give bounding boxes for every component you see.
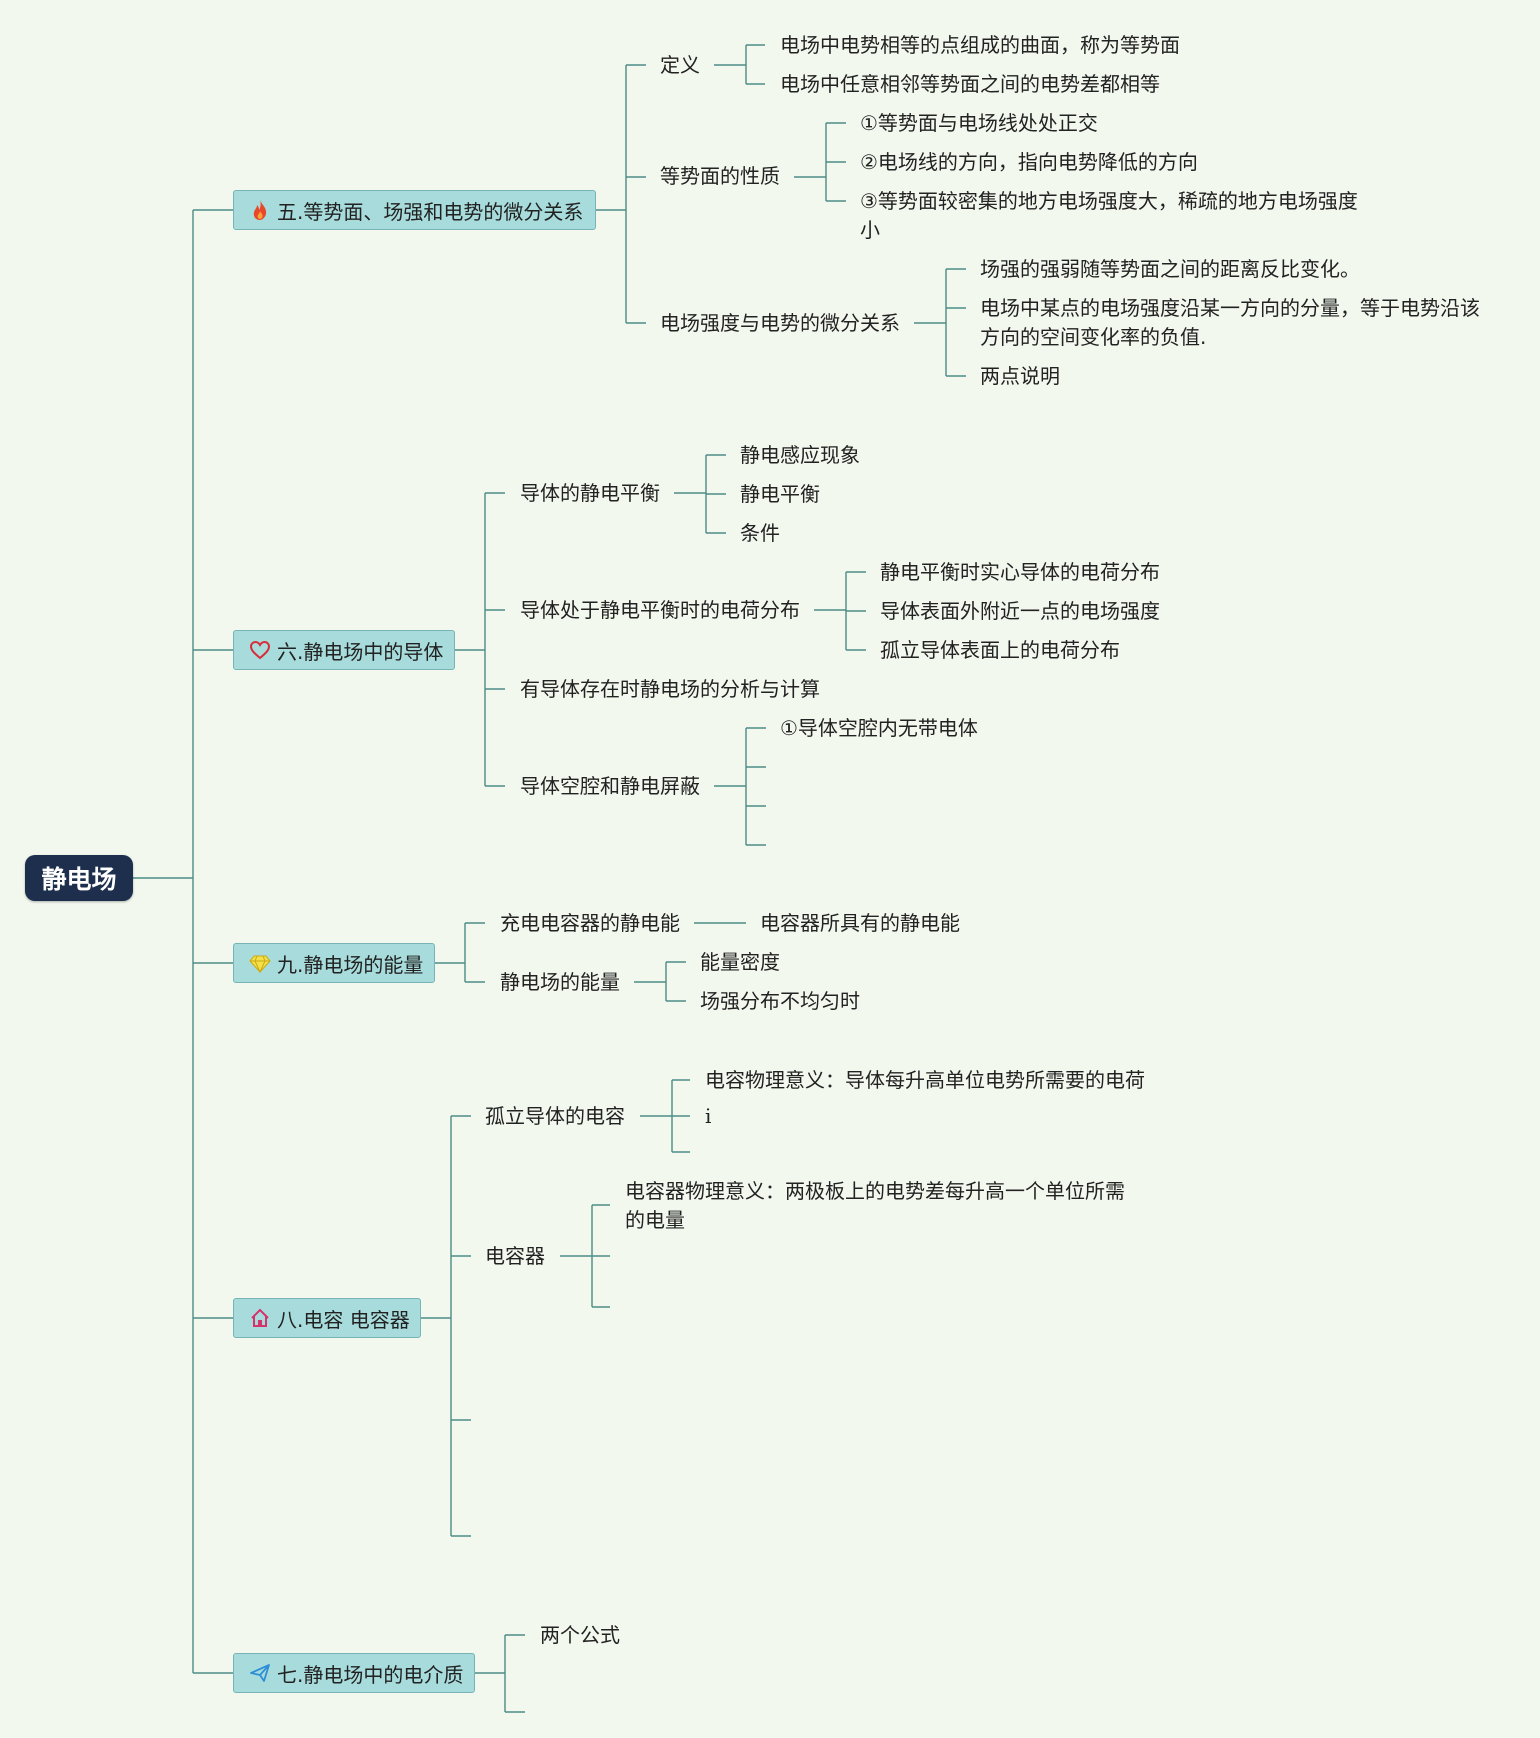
branch-node-dielectric[interactable]: 七.静电场中的电介质	[233, 1653, 475, 1693]
leaf-node[interactable]: 电容器物理意义：两极板上的电势差每升高一个单位所需 的电量	[625, 1179, 1125, 1232]
leaf-node[interactable]: 电场中电势相等的点组成的曲面，称为等势面	[780, 33, 1180, 57]
root-node[interactable]: 静电场	[25, 855, 133, 901]
node-capacitor[interactable]: 电容器	[485, 1244, 545, 1268]
leaf-node[interactable]: 静电平衡	[740, 482, 820, 506]
node-definition[interactable]: 定义	[660, 53, 700, 77]
branch-label: 七.静电场中的电介质	[277, 1662, 464, 1687]
leaf-node[interactable]: 能量密度	[700, 950, 780, 974]
node-two-formulas[interactable]: 两个公式	[540, 1623, 620, 1647]
fire-icon	[249, 199, 271, 221]
branch-label: 八.电容 电容器	[277, 1307, 410, 1332]
leaf-node[interactable]: ③等势面较密集的地方电场强度大，稀疏的地方电场强度 小	[860, 189, 1358, 242]
heart-icon	[249, 639, 271, 661]
branch-label: 五.等势面、场强和电势的微分关系	[277, 199, 584, 224]
node-equipotential-properties[interactable]: 等势面的性质	[660, 164, 780, 188]
diamond-icon	[249, 952, 271, 974]
leaf-node[interactable]: 两点说明	[980, 364, 1060, 388]
branch-label: 九.静电场的能量	[277, 952, 424, 977]
leaf-node[interactable]: 电场中任意相邻等势面之间的电势差都相等	[780, 72, 1160, 96]
leaf-node[interactable]: 电容物理意义：导体每升高单位电势所需要的电荷	[705, 1068, 1145, 1092]
branch-node-equipotential[interactable]: 五.等势面、场强和电势的微分关系	[233, 190, 596, 230]
node-analysis-calculation[interactable]: 有导体存在时静电场的分析与计算	[520, 677, 820, 701]
branch-node-capacitance[interactable]: 八.电容 电容器	[233, 1298, 421, 1338]
leaf-node[interactable]: 孤立导体表面上的电荷分布	[880, 638, 1120, 662]
leaf-node[interactable]: 静电平衡时实心导体的电荷分布	[880, 560, 1160, 584]
leaf-node[interactable]: 场强分布不均匀时	[700, 989, 860, 1013]
node-cavity-shielding[interactable]: 导体空腔和静电屏蔽	[520, 774, 700, 798]
node-isolated-conductor-capacitance[interactable]: 孤立导体的电容	[485, 1104, 625, 1128]
leaf-node[interactable]: 电容器所具有的静电能	[760, 911, 960, 935]
home-icon	[249, 1307, 271, 1329]
branch-node-conductor[interactable]: 六.静电场中的导体	[233, 630, 455, 670]
node-field-potential-relation[interactable]: 电场强度与电势的微分关系	[660, 311, 900, 335]
leaf-node[interactable]: i	[705, 1104, 712, 1128]
node-electrostatic-equilibrium[interactable]: 导体的静电平衡	[520, 481, 660, 505]
node-field-energy[interactable]: 静电场的能量	[500, 970, 620, 994]
leaf-node[interactable]: 场强的强弱随等势面之间的距离反比变化。	[980, 257, 1360, 281]
leaf-node[interactable]: ②电场线的方向，指向电势降低的方向	[860, 150, 1198, 174]
leaf-node[interactable]: 条件	[740, 521, 780, 545]
send-icon	[249, 1662, 271, 1684]
node-charge-distribution[interactable]: 导体处于静电平衡时的电荷分布	[520, 598, 800, 622]
leaf-node[interactable]: 静电感应现象	[740, 443, 860, 467]
leaf-node[interactable]: 导体表面外附近一点的电场强度	[880, 599, 1160, 623]
leaf-node[interactable]: ①导体空腔内无带电体	[780, 716, 978, 740]
branch-node-energy[interactable]: 九.静电场的能量	[233, 943, 435, 983]
node-capacitor-energy[interactable]: 充电电容器的静电能	[500, 911, 680, 935]
branch-label: 六.静电场中的导体	[277, 639, 444, 664]
leaf-node[interactable]: 电场中某点的电场强度沿某一方向的分量，等于电势沿该 方向的空间变化率的负值.	[980, 296, 1480, 349]
leaf-node[interactable]: ①等势面与电场线处处正交	[860, 111, 1098, 135]
